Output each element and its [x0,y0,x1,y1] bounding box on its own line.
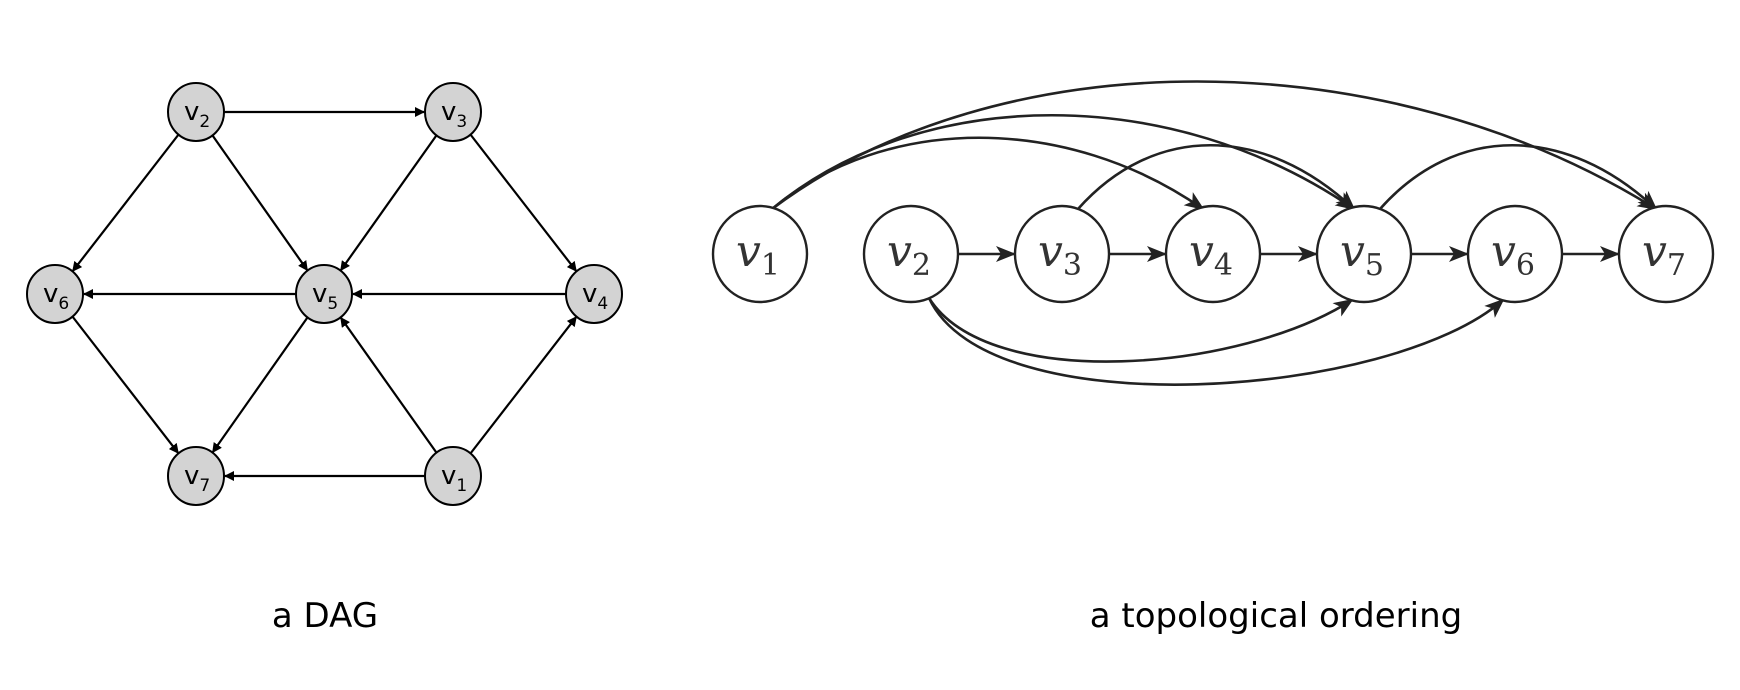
node-v2: v2 [862,204,960,304]
edge-v5-v7 [211,316,309,454]
edge-v2-v6 [927,297,1505,386]
node-v1: v1 [711,204,809,304]
node-v4: v4 [1164,204,1262,304]
edge-v3-v4 [469,133,578,272]
dag-caption: a DAG [271,596,379,636]
edge-v3-v5 [339,134,438,272]
node-v3: v3 [1013,204,1111,304]
node-label: v2 [887,226,931,283]
node-v7: v7 [167,446,225,506]
node-v2: v2 [167,82,225,142]
edge-v1-v5 [339,316,438,454]
topological-ordering-graph: v1 v2 v3 v4 v5 v6 v7 [711,80,1715,386]
node-v4: v4 [565,264,623,324]
edge-v3-v5 [1077,144,1356,211]
node-v6: v6 [1466,204,1564,304]
node-v6: v6 [26,264,84,324]
node-label: v7 [1642,226,1686,283]
node-v7: v7 [1617,204,1715,304]
node-v5: v5 [295,264,353,324]
node-v1: v1 [424,446,482,506]
topological-ordering-caption: a topological ordering [1089,596,1463,636]
edge-v2-v5 [927,297,1354,363]
edge-v5-v7 [1379,144,1658,211]
edge-v2-v6 [71,133,180,272]
edge-v1-v4 [771,136,1205,211]
edge-v6-v7 [71,315,180,454]
node-label: v7 [184,461,210,496]
dag-graph: v1 v2 v3 v4 v5 v6 v7 [26,82,623,506]
edge-v1-v4 [469,316,578,455]
node-v5: v5 [1315,204,1413,304]
node-v3: v3 [424,82,482,142]
edge-v1-v5 [771,113,1356,211]
edge-v2-v5 [211,134,309,272]
